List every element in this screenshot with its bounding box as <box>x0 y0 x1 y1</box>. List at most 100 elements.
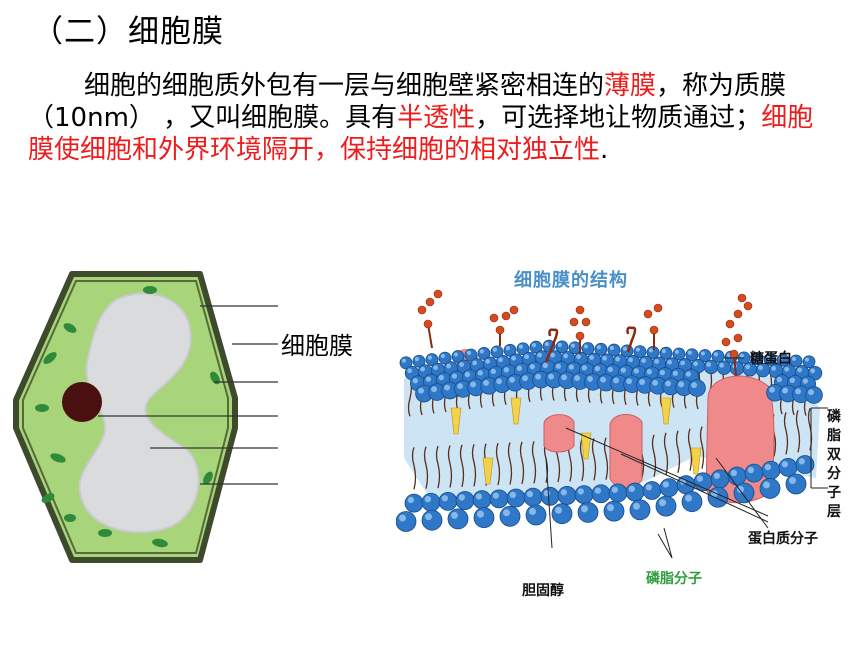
phospholipid-head <box>659 478 679 497</box>
cholesterol <box>450 407 462 435</box>
phospholipid-head <box>688 379 706 397</box>
head-highlight <box>459 362 464 367</box>
head-highlight <box>659 499 666 507</box>
sugar-hook <box>626 326 637 353</box>
head-highlight <box>763 481 770 489</box>
page-title: （二）细胞膜 <box>32 14 224 50</box>
head-highlight <box>798 458 805 465</box>
head-highlight <box>526 490 533 498</box>
nucleus <box>62 382 102 422</box>
head-highlight <box>589 355 594 360</box>
head-highlight <box>550 352 555 358</box>
lipid-tail <box>495 442 501 486</box>
head-highlight <box>581 505 588 513</box>
lipid-tail <box>531 441 537 484</box>
head-highlight <box>555 506 562 514</box>
phospholipid-head <box>655 495 677 517</box>
para-seg5: ，可选择地让物质通过； <box>475 103 762 133</box>
phospholipid-head <box>523 487 543 507</box>
head-highlight <box>693 361 698 367</box>
head-highlight <box>498 357 503 363</box>
head-highlight <box>490 368 496 374</box>
phospholipid-head <box>438 491 458 511</box>
para-seg7: . <box>600 135 609 165</box>
phospholipid-head <box>676 475 696 495</box>
phospholipid-head <box>778 457 798 477</box>
sugar-bead <box>737 293 747 303</box>
head-highlight <box>581 365 587 371</box>
head-highlight <box>401 358 406 363</box>
lipid-tail <box>783 412 789 455</box>
head-highlight <box>568 364 574 370</box>
para-highlight-thin-membrane: 薄膜 <box>604 71 657 101</box>
phospholipid-head <box>703 359 719 375</box>
head-highlight <box>433 365 438 370</box>
phospholipid-head <box>455 491 475 510</box>
head-highlight <box>496 378 502 385</box>
head-highlight <box>713 472 720 479</box>
head-highlight <box>791 356 796 361</box>
head-highlight <box>509 491 516 498</box>
head-highlight <box>696 475 703 482</box>
sugar-bead <box>575 331 585 341</box>
head-highlight <box>765 355 770 360</box>
head-highlight <box>700 351 705 356</box>
head-highlight <box>672 370 678 376</box>
head-highlight <box>795 388 801 395</box>
head-highlight <box>570 343 575 348</box>
head-highlight <box>444 384 450 391</box>
head-highlight <box>665 380 671 387</box>
head-highlight <box>685 494 692 502</box>
head-highlight <box>680 360 685 366</box>
head-highlight <box>472 360 477 366</box>
sugar-bead <box>743 301 753 311</box>
sugar-bead <box>721 337 731 347</box>
cell-membrane-label: 细胞膜 <box>281 332 353 360</box>
head-highlight <box>516 365 522 371</box>
head-highlight <box>446 363 451 369</box>
protein-small <box>609 414 643 488</box>
phospholipid-head <box>744 463 764 483</box>
membrane-structure-diagram <box>396 289 828 559</box>
head-highlight <box>431 386 437 393</box>
phospholipid-head <box>625 482 645 502</box>
phospholipid-head <box>761 460 781 480</box>
head-highlight <box>804 357 809 362</box>
head-highlight <box>778 356 783 361</box>
lipid-tail <box>447 445 453 488</box>
phospholipid-head <box>525 504 547 526</box>
head-highlight <box>678 381 684 388</box>
head-highlight <box>577 488 584 495</box>
head-highlight <box>492 492 499 499</box>
sugar-bead <box>729 349 739 359</box>
phospholipid-head <box>681 491 703 513</box>
lipid-tail <box>411 447 417 490</box>
head-highlight <box>641 358 646 363</box>
sugar-bead <box>733 309 743 319</box>
protein-surface <box>543 414 575 453</box>
head-highlight <box>607 504 614 512</box>
phospholipid-head <box>499 505 521 527</box>
head-highlight <box>661 349 666 354</box>
head-highlight <box>789 377 795 383</box>
cholesterol-molecules <box>450 397 762 485</box>
lipid-tail <box>507 442 513 485</box>
head-highlight <box>424 495 431 503</box>
head-highlight <box>451 373 457 379</box>
cholesterol <box>482 457 494 485</box>
lipid-tail <box>579 438 585 482</box>
lipid-tail <box>795 410 801 453</box>
head-highlight <box>719 362 724 368</box>
lipid-tail <box>663 432 669 475</box>
head-highlight <box>425 513 432 521</box>
lipid-tail <box>459 444 465 488</box>
head-highlight <box>645 484 652 491</box>
head-highlight <box>810 368 815 374</box>
head-highlight <box>466 350 471 355</box>
head-highlight <box>607 366 613 373</box>
para-highlight-semipermeable: 半透性 <box>397 103 476 133</box>
head-highlight <box>407 496 414 504</box>
phospholipid-heads-bottom <box>396 455 815 532</box>
head-highlight <box>477 510 484 518</box>
head-highlight <box>522 375 528 382</box>
